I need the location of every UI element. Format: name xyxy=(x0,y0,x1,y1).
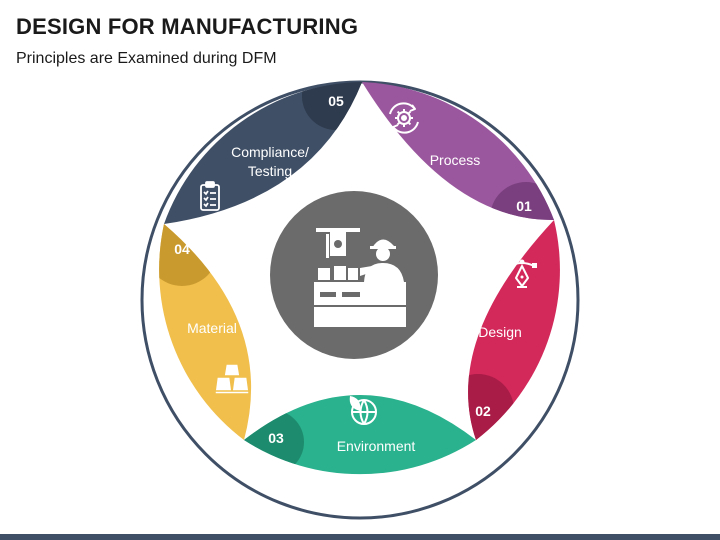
segment-material-number: 04 xyxy=(174,241,190,257)
factory-worker-icon xyxy=(314,228,406,327)
segment-environment-shape xyxy=(244,395,476,475)
segment-design-number: 02 xyxy=(475,403,491,419)
center-hub xyxy=(270,191,438,359)
segment-compliance-number: 05 xyxy=(328,93,344,109)
page-subtitle: Principles are Examined during DFM xyxy=(16,50,277,67)
segment-design-label: Design xyxy=(478,324,522,340)
gear-cycle-icon xyxy=(389,102,419,134)
segment-material-label: Material xyxy=(187,320,237,336)
segment-process-number: 01 xyxy=(516,198,532,214)
segment-process-label: Process xyxy=(430,152,481,168)
segment-compliance-label-line2: Testing xyxy=(248,163,292,179)
bottom-bar xyxy=(0,534,720,540)
segment-material[interactable]: 04 Material xyxy=(146,214,252,440)
segment-environment[interactable]: 03 Environment xyxy=(240,395,476,475)
material-stack-icon xyxy=(214,363,250,395)
page-title: DESIGN FOR MANUFACTURING xyxy=(16,14,359,39)
outer-ring xyxy=(140,80,580,520)
segment-compliance-label: Compliance/ xyxy=(231,144,309,160)
segment-environment-label: Environment xyxy=(337,438,416,454)
clipboard-icon xyxy=(200,181,220,211)
eco-globe-icon xyxy=(349,396,377,425)
segment-design[interactable]: 02 Design xyxy=(442,220,560,446)
pen-tool-icon xyxy=(507,259,537,288)
segment-environment-number: 03 xyxy=(268,430,284,446)
